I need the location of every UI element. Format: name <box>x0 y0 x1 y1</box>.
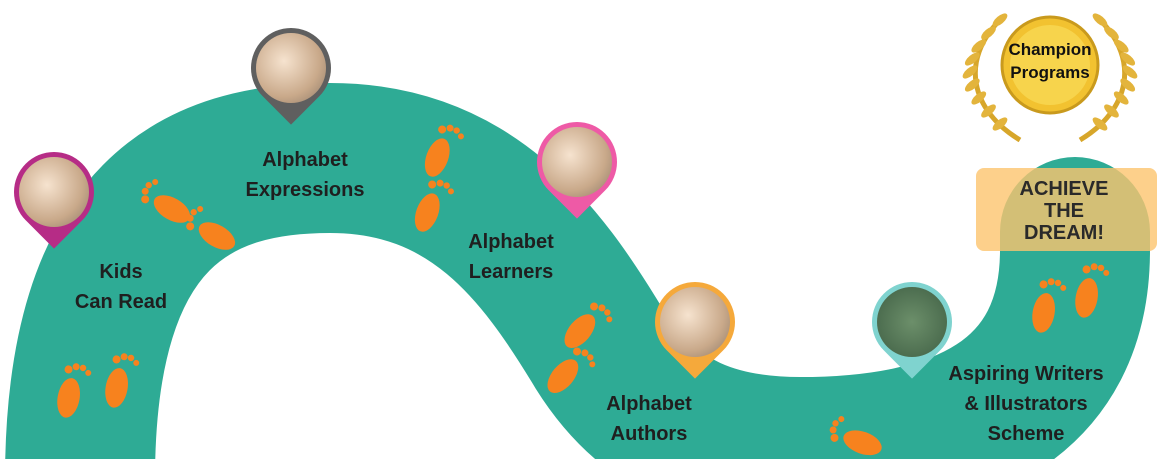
label-line: Kids <box>99 261 143 283</box>
laurel-leaf <box>981 26 996 40</box>
label-line: Aspiring Writers <box>948 363 1104 385</box>
label-line: Alphabet <box>262 149 348 171</box>
goal-line: THE <box>1044 200 1084 222</box>
footprint-icon <box>414 179 454 232</box>
laurel-leaf <box>1120 52 1136 66</box>
footprint-icon <box>186 206 236 250</box>
photo-children-reading <box>19 157 89 227</box>
laurel-leaf <box>971 39 987 53</box>
step-label-aspiring-writers: Aspiring Writers & Illustrators Scheme <box>948 359 1103 449</box>
goal-line: ACHIEVE <box>1019 178 1109 200</box>
label-line: Expressions <box>245 179 365 201</box>
label-line: Authors <box>610 423 688 445</box>
footprint-icon <box>1032 278 1067 333</box>
label-line: Can Read <box>74 291 168 313</box>
footprint-icon <box>547 347 596 394</box>
laurel-leaf <box>992 13 1008 27</box>
label-line: & Illustrators <box>964 393 1088 415</box>
photo-child-chalkboard <box>877 287 947 357</box>
laurel-leaf <box>1122 65 1138 79</box>
label-line: Alphabet <box>606 393 692 415</box>
footprint-icon <box>829 416 882 456</box>
laurel-leaf <box>1120 78 1136 92</box>
footprint-icon <box>57 363 92 418</box>
laurel-leaf <box>964 52 980 66</box>
laurel-leaf <box>964 78 980 92</box>
step-label-alphabet-expressions: Alphabet Expressions <box>246 145 365 205</box>
goal-label: ACHIEVE THE DREAM! <box>1020 178 1109 244</box>
goal-box <box>976 168 1157 251</box>
laurel-leaf <box>981 104 996 118</box>
step-label-alphabet-authors: Alphabet Authors <box>606 389 692 449</box>
laurel-leaf <box>1113 91 1129 105</box>
photo-children-books <box>542 127 612 197</box>
footprints <box>57 124 1110 456</box>
laurel-leaf <box>962 65 978 79</box>
footprint-icon <box>424 124 464 177</box>
medal-line: Champion <box>1008 40 1092 59</box>
footprint-icon <box>141 179 191 223</box>
laurel-leaf <box>1104 26 1119 40</box>
label-line: Scheme <box>987 423 1065 445</box>
laurel-leaf <box>1113 39 1129 53</box>
label-line: Alphabet <box>468 231 554 253</box>
photo-child-with-book <box>660 287 730 357</box>
laurel-leaf <box>1104 104 1119 118</box>
step-label-kids-can-read: Kids Can Read <box>75 257 167 317</box>
goal-line: DREAM! <box>1024 222 1104 244</box>
medal-line: Programs <box>1010 63 1090 82</box>
laurel-leaves <box>962 13 1138 131</box>
laurel-leaf <box>992 117 1008 131</box>
medal-label: Champion Programs <box>1008 38 1091 84</box>
laurel-leaf <box>1092 117 1108 131</box>
footprint-icon <box>105 353 140 408</box>
photo-children-faces <box>256 33 326 103</box>
step-label-alphabet-learners: Alphabet Learners <box>468 227 554 287</box>
footprint-icon <box>1075 263 1110 318</box>
laurel-leaf <box>1092 13 1108 27</box>
laurel-leaf <box>971 91 987 105</box>
footprint-icon <box>564 302 613 349</box>
label-line: Learners <box>468 261 554 283</box>
